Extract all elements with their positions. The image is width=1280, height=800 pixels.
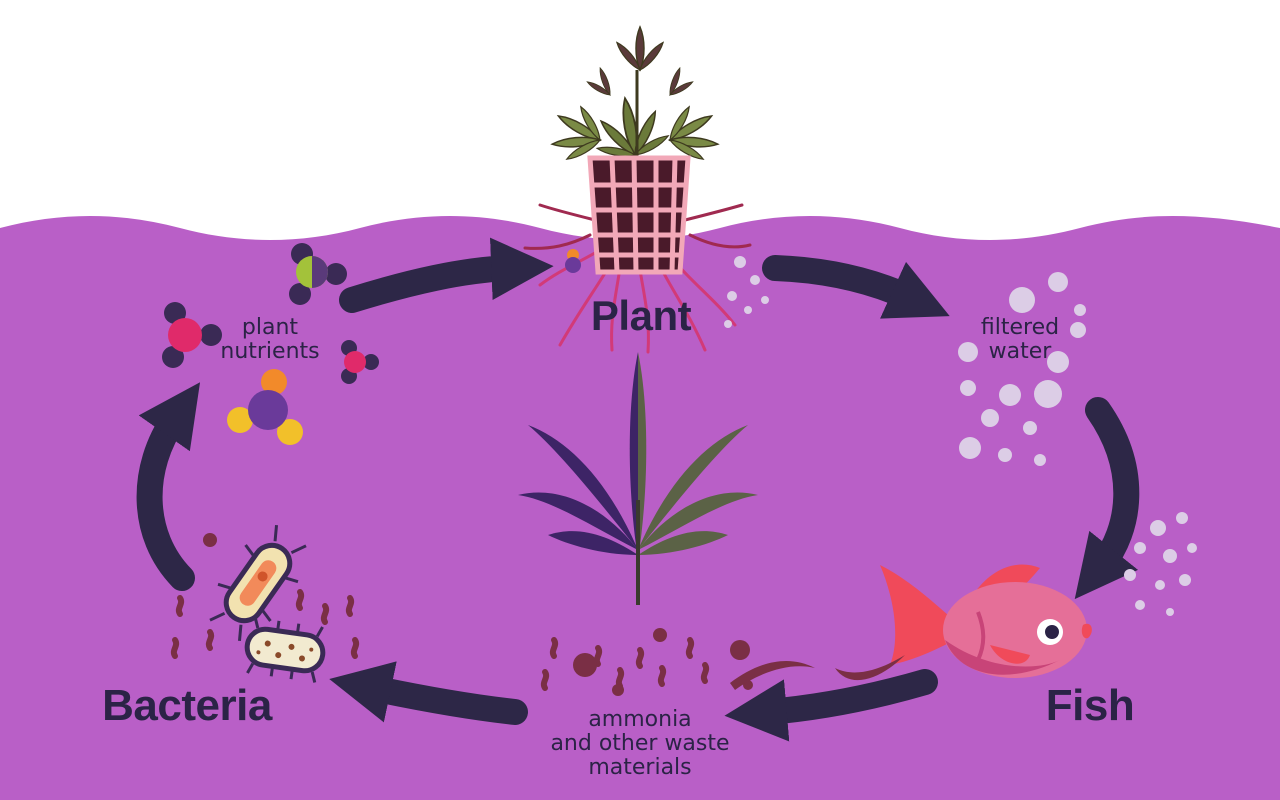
center-leaf-icon	[518, 352, 758, 605]
arrow-plant-to-water	[762, 255, 950, 319]
edge-label-nutrients: plant nutrients	[200, 316, 340, 364]
edge-label-water-line-1: filtered	[980, 315, 1060, 340]
cycle-arrows	[136, 237, 1140, 742]
arrow-water-to-fish	[1074, 397, 1140, 600]
nutrient-molecules-icon	[162, 243, 581, 445]
edge-label-nutrients-line-2: nutrients	[220, 339, 320, 364]
edge-label-waste-line-3: materials	[588, 755, 692, 780]
net-pot-icon	[587, 155, 691, 275]
node-label-bacteria: Bacteria	[102, 681, 272, 730]
arrow-bacteria-to-nutrients	[136, 382, 201, 591]
edge-label-nutrients-line-1: plant	[241, 315, 299, 340]
arrow-fish-to-waste	[724, 669, 938, 742]
waste-particles-icon	[170, 533, 905, 696]
plant-icon	[523, 26, 752, 354]
edge-label-waste-line-2: and other waste	[550, 731, 730, 756]
edge-label-water: filtered water	[960, 316, 1080, 364]
arrow-waste-to-bacteria	[329, 661, 528, 725]
water-bubbles-icon	[724, 256, 1197, 616]
fish-icon	[880, 564, 1092, 678]
node-label-plant: Plant	[590, 292, 692, 339]
node-label-fish: Fish	[1045, 681, 1135, 730]
edge-label-waste: ammonia and other waste materials	[515, 708, 765, 780]
edge-label-water-line-2: water	[988, 339, 1052, 364]
bacteria-icon	[209, 525, 326, 683]
arrow-nutrients-to-plant	[339, 237, 554, 313]
edge-label-waste-line-1: ammonia	[588, 707, 692, 732]
